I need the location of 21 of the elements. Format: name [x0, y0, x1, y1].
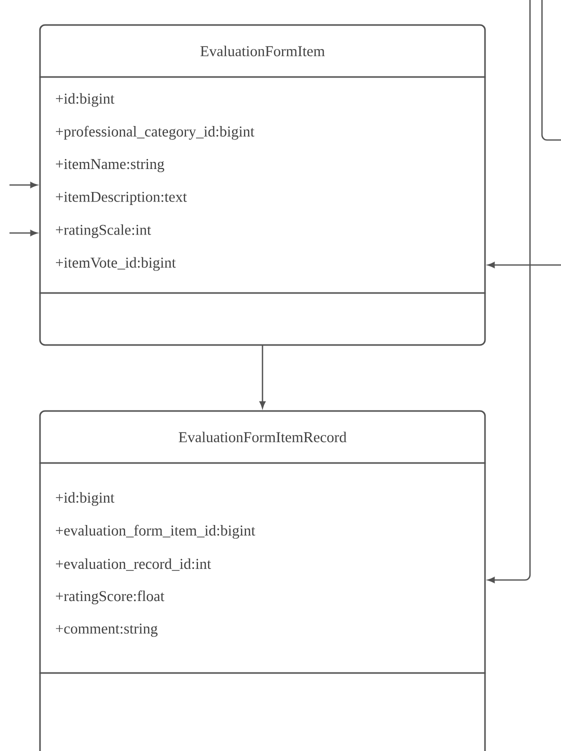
class-name: EvaluationFormItemRecord — [178, 432, 346, 442]
attribute-text: +ratingScale:int — [56, 224, 152, 238]
class-box — [39, 410, 486, 751]
class-box — [541, 0, 561, 141]
attribute-text: +evaluation_form_item_id:bigint — [56, 524, 256, 539]
attribute-text: +itemName:string — [56, 159, 164, 172]
attribute-text: +itemDescription:text — [56, 192, 187, 205]
attribute-text: +professional_category_id:bigint — [56, 126, 254, 140]
attribute-text: +id:bigint — [56, 93, 114, 107]
arrow — [260, 345, 266, 408]
arrow — [9, 182, 38, 188]
arrow — [488, 0, 531, 583]
attribute-text: +id:bigint — [56, 492, 114, 506]
arrow — [488, 262, 561, 268]
attribute-text: +comment:string — [56, 624, 158, 637]
class-box — [39, 24, 486, 346]
class-name: EvaluationFormItem — [200, 46, 325, 56]
attribute-text: +itemVote_id:bigint — [56, 257, 176, 271]
arrow — [9, 230, 38, 236]
attribute-text: +ratingScore:float — [56, 590, 164, 604]
attribute-text: +evaluation_record_id:int — [56, 558, 212, 571]
